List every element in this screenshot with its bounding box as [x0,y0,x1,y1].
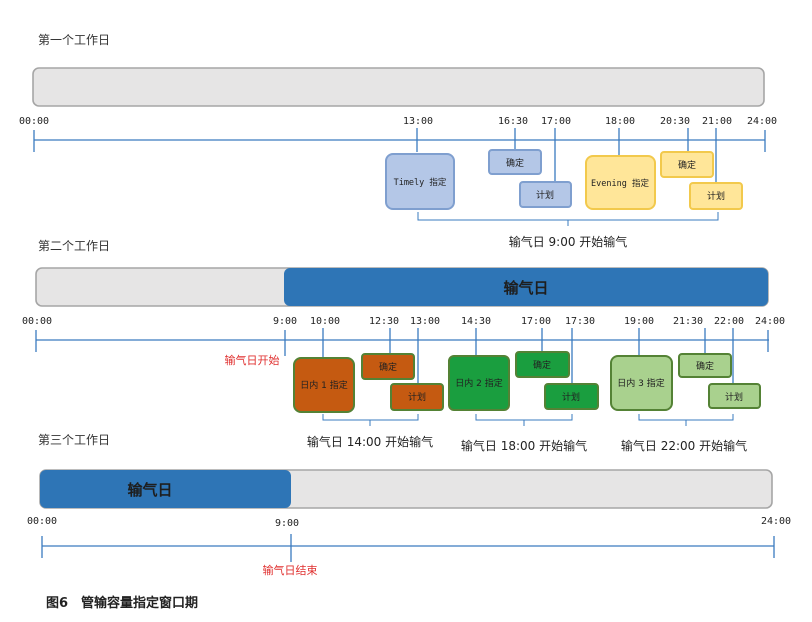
box-label: 确定 [678,159,696,171]
axis-ticks-day-3 [41,534,775,562]
confirm-box: 确定 [660,151,714,178]
tick-label: 24:00 [747,116,777,127]
box-label: 日内 2 指定 [455,377,502,389]
nomination-box-intraday-1: 日内 1 指定 [293,357,355,413]
plan-box: 计划 [544,383,599,410]
nomination-box-evening: Evening 指定 [585,155,656,210]
box-label: 确定 [379,361,397,373]
section-day-3: 第三个工作日 输气日 00:00 9:00 24:00 输气日结束 [27,433,791,577]
gas-day-label: 输气日 [503,279,548,297]
tick-label: 00:00 [27,516,57,527]
confirm-box: 确定 [488,149,542,175]
figure-caption: 图6 管输容量指定窗口期 [46,595,198,611]
tick-label: 18:00 [605,116,635,127]
box-label: 日内 3 指定 [617,377,664,389]
tick-label: 17:00 [521,316,551,327]
box-label: Evening 指定 [591,178,649,189]
nomination-box-intraday-3: 日内 3 指定 [610,355,673,411]
gas-day-bar-day-2 [284,268,768,306]
tick-label: 00:00 [22,316,52,327]
tick-label: 17:30 [565,316,595,327]
nomination-box-timely: Timely 指定 [385,153,455,210]
box-label: Timely 指定 [394,177,447,188]
tick-label: 10:00 [310,316,340,327]
bracket-intraday-3 [638,414,734,426]
box-label: 确定 [533,359,551,371]
axis-ticks-day-1 [33,128,766,183]
box-label: 计划 [536,189,554,201]
timeline-bar-day-1 [32,67,765,107]
box-label: 日内 1 指定 [300,379,347,391]
gas-day-label: 输气日 [127,481,172,499]
tick-label: 9:00 [273,316,297,327]
bracket-intraday-2 [475,414,573,426]
note-text: 输气日 9:00 开始输气 [509,234,628,249]
box-label: 计划 [725,391,743,403]
note-text: 输气日 14:00 开始输气 [307,434,433,449]
note-text: 输气日 22:00 开始输气 [621,438,747,453]
bracket-day-1 [417,212,719,226]
box-label: 计划 [562,391,580,403]
tick-label: 9:00 [275,518,299,529]
box-label: 计划 [408,391,426,403]
box-label: 确定 [506,157,524,169]
box-label: 计划 [707,190,725,202]
section-title-day-2: 第二个工作日 [38,239,110,253]
tick-label: 17:00 [541,116,571,127]
plan-box: 计划 [689,182,743,210]
tick-label: 20:30 [660,116,690,127]
gas-day-start-label: 输气日开始 [225,353,280,367]
note-text: 输气日 18:00 开始输气 [461,438,587,453]
plan-box: 计划 [519,181,572,208]
tick-label: 16:30 [498,116,528,127]
tick-label: 14:30 [461,316,491,327]
tick-label: 21:00 [702,116,732,127]
nomination-box-intraday-2: 日内 2 指定 [448,355,510,411]
tick-label: 00:00 [19,116,49,127]
tick-label: 12:30 [369,316,399,327]
tick-label: 22:00 [714,316,744,327]
axis-ticks-day-2 [35,328,769,384]
section-title-day-3: 第三个工作日 [38,433,110,447]
section-day-1: 第一个工作日 00:00 13:00 16:30 17:00 18:00 20:… [19,33,777,249]
section-title-day-1: 第一个工作日 [38,33,110,47]
confirm-box: 确定 [678,353,732,378]
tick-label: 19:00 [624,316,654,327]
bracket-intraday-1 [322,414,419,426]
gas-day-bar-day-3 [40,470,291,508]
tick-label: 13:00 [410,316,440,327]
tick-label: 24:00 [761,516,791,527]
confirm-box: 确定 [515,351,570,378]
tick-label: 24:00 [755,316,785,327]
box-label: 确定 [696,360,714,372]
tick-label: 21:30 [673,316,703,327]
plan-box: 计划 [390,383,444,411]
gas-day-end-label: 输气日结束 [263,563,318,577]
tick-label: 13:00 [403,116,433,127]
confirm-box: 确定 [361,353,415,380]
plan-box: 计划 [708,383,761,409]
section-day-2: 第二个工作日 输气日 00:00 9:00 10:00 12:30 13:00 … [22,239,785,453]
